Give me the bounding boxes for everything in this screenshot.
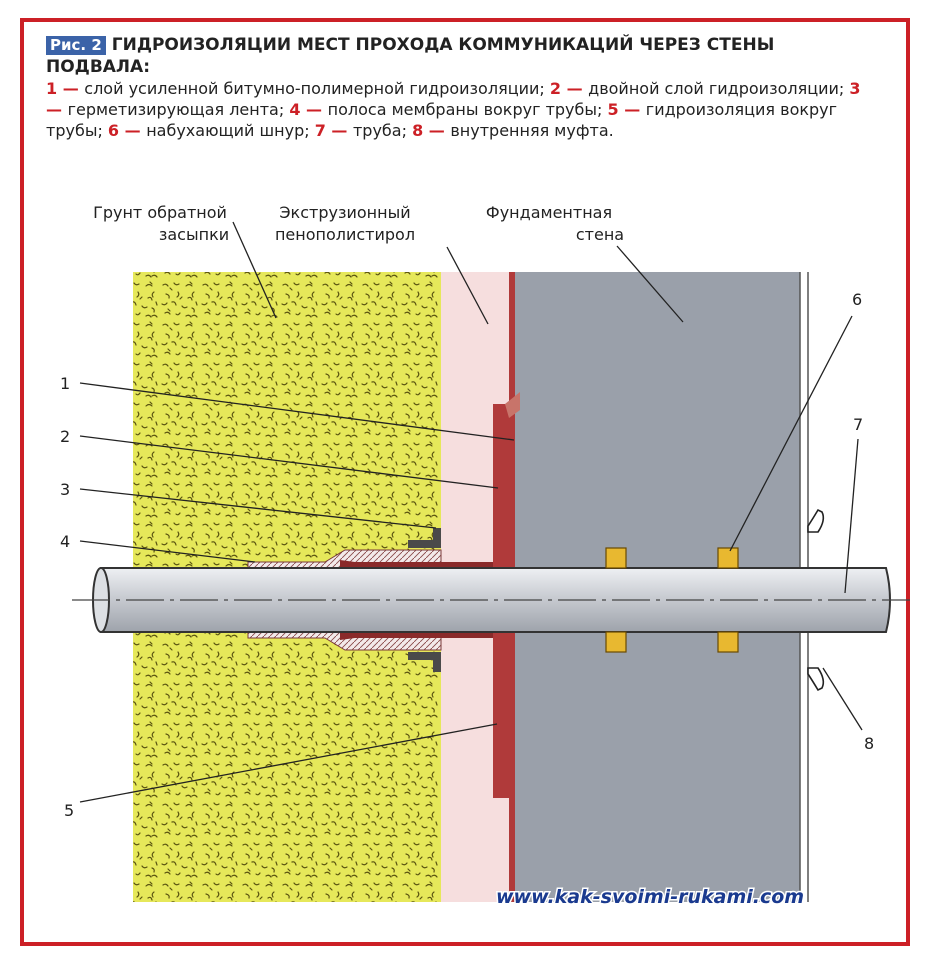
callout-2: 2 <box>60 427 70 446</box>
legend-number-2: 2 <box>549 79 561 98</box>
legend-separator: — <box>300 100 328 119</box>
pipe-waterproofing <box>340 560 493 568</box>
legend-number-8: 8 <box>412 121 424 140</box>
soil-label-line1: Грунт обратной <box>93 203 227 222</box>
legend-number-4: 4 <box>289 100 301 119</box>
inner-sleeve <box>807 508 825 533</box>
legend-number-5: 5 <box>607 100 619 119</box>
legend-number-3: 3 <box>849 79 861 98</box>
eps-label-line2: пенополистирол <box>275 225 415 244</box>
watermark: www.kak-svoimi-rukami.com <box>496 886 804 908</box>
legend-number-1: 1 <box>46 79 58 98</box>
callout-8: 8 <box>864 734 874 753</box>
eps-label-line1: Экструзионный <box>279 203 410 222</box>
legend-separator: — <box>46 100 68 119</box>
legend-text-2: двойной слой гидроизоляции; <box>588 79 850 98</box>
legend-number-6: 6 <box>107 121 120 140</box>
sealing-tape <box>408 528 441 548</box>
legend-separator: — <box>618 100 646 119</box>
legend-separator: — <box>325 121 353 140</box>
legend-separator: — <box>119 121 147 140</box>
legend-text-3: герметизирующая лента; <box>67 100 290 119</box>
figure-legend: 1 — слой усиленной битумно-полимерной ги… <box>46 79 861 140</box>
legend-separator: — <box>423 121 451 140</box>
legend-text-5: гидроизоляция вокруг трубы; <box>46 100 838 140</box>
legend-text-8: внутренняя муфта. <box>450 121 614 140</box>
figure-title: ГИДРОИЗОЛЯЦИИ МЕСТ ПРОХОДА КОММУНИКАЦИЙ … <box>46 35 775 77</box>
soil-label-line2: засыпки <box>159 225 229 244</box>
callout-4: 4 <box>60 532 70 551</box>
legend-text-1: слой усиленной битумно-полимерной гидрои… <box>84 79 550 98</box>
legend-separator: — <box>57 79 85 98</box>
double-waterproofing-layer <box>493 404 509 572</box>
legend-separator: — <box>561 79 589 98</box>
callout-5: 5 <box>64 801 74 820</box>
legend-number-7: 7 <box>314 121 326 140</box>
callout-3: 3 <box>60 480 70 499</box>
wall-label-line2: стена <box>576 225 624 244</box>
callout-6: 6 <box>852 290 862 309</box>
legend-text-6: набухающий шнур; <box>146 121 315 140</box>
wall-label-line1: Фундаментная <box>486 203 612 222</box>
legend-text-4: полоса мембраны вокруг трубы; <box>327 100 608 119</box>
callout-7: 7 <box>853 415 863 434</box>
legend-text-7: труба; <box>352 121 413 140</box>
swelling-cord <box>605 547 627 569</box>
leader-lines <box>79 221 863 803</box>
callout-1: 1 <box>60 374 70 393</box>
figure-badge: Рис. 2 <box>46 36 106 55</box>
